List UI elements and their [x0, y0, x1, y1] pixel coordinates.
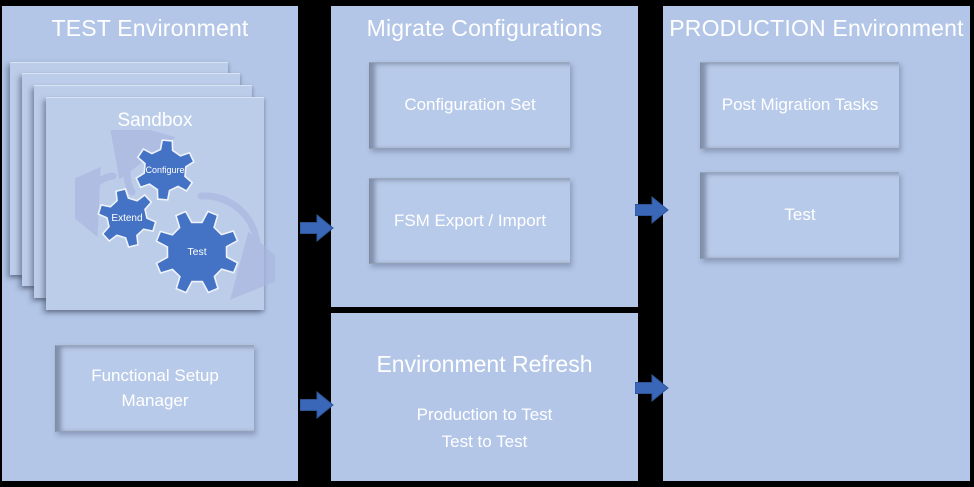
environment-refresh-lines: Production to Test Test to Test: [331, 401, 638, 455]
refresh-line-test-to-test: Test to Test: [441, 432, 528, 451]
post-migration-tasks-label: Post Migration Tasks: [721, 95, 879, 115]
post-migration-tasks-box: Post Migration Tasks: [700, 62, 899, 149]
test-environment-title: TEST Environment: [51, 15, 249, 41]
arrow-refresh-to-production-icon: [635, 374, 669, 402]
gear-test-icon: Test: [155, 210, 239, 294]
refresh-line-production-to-test: Production to Test: [416, 405, 553, 424]
environment-refresh-title: Environment Refresh: [376, 351, 593, 377]
gear-configure-icon: Configure: [135, 139, 195, 201]
panel-production-environment: PRODUCTION Environment Post Migration Ta…: [663, 6, 970, 481]
functional-setup-manager-box: Functional Setup Manager: [55, 345, 254, 432]
production-environment-title: PRODUCTION Environment: [669, 15, 964, 41]
configuration-set-box: Configuration Set: [369, 62, 570, 149]
arrow-test-to-migrate-icon: [300, 214, 334, 242]
fsm-export-import-label: FSM Export / Import: [393, 210, 547, 230]
cycle-arrow-icon-1: [107, 130, 176, 196]
gear-extend-icon: Extend: [97, 188, 157, 248]
fsm-export-import-box: FSM Export / Import: [369, 178, 570, 264]
sandbox-gears-graphic: Configure Extend Test: [75, 130, 275, 300]
functional-setup-manager-label: Functional Setup Manager: [91, 365, 219, 410]
gear-test-label: Test: [187, 246, 206, 258]
production-test-label: Test: [784, 205, 816, 225]
gear-configure-label: Configure: [145, 165, 184, 175]
arrow-fsm-to-refresh-icon: [300, 391, 334, 419]
cycle-arrow-icon-3: [197, 192, 275, 300]
gear-extend-label: Extend: [111, 213, 142, 224]
production-test-box: Test: [700, 172, 899, 259]
cycle-arrow-icon-2: [75, 166, 117, 238]
panel-test-environment: TEST Environment Sandbox Configure Exten…: [2, 6, 298, 481]
sandbox-label: Sandbox: [117, 110, 193, 131]
migrate-configurations-title: Migrate Configurations: [366, 15, 603, 41]
panel-migrate-configurations: Migrate Configurations Configuration Set…: [331, 6, 638, 307]
configuration-set-label: Configuration Set: [404, 95, 536, 115]
arrow-migrate-to-production-icon: [635, 196, 669, 224]
panel-environment-refresh: Environment Refresh Production to Test T…: [331, 313, 638, 481]
